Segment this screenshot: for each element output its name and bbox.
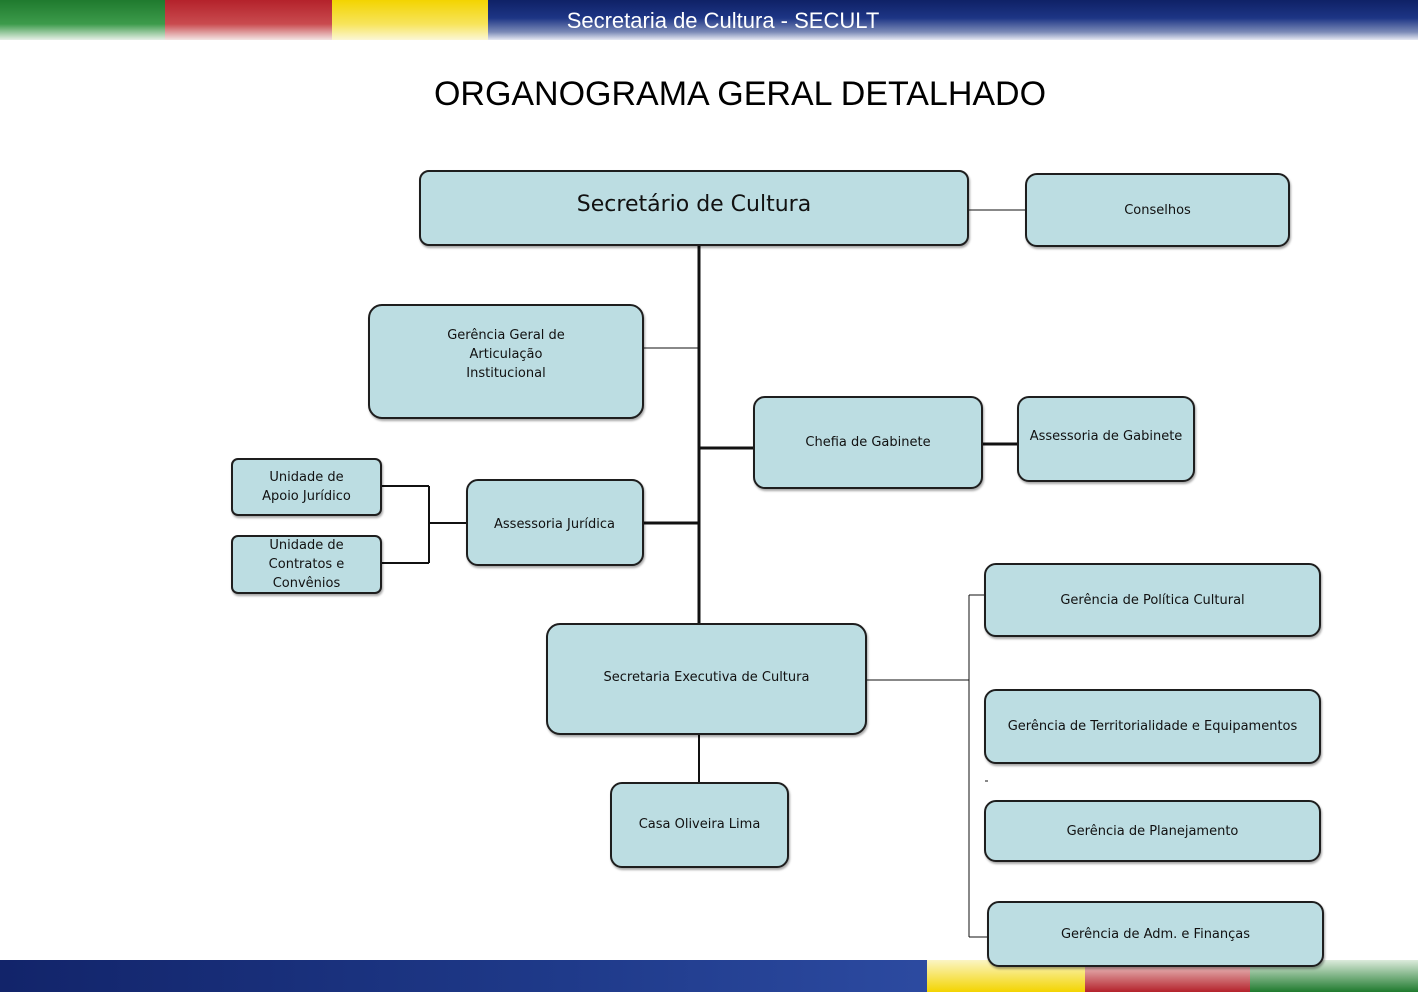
top-flag-yellow: [332, 0, 488, 40]
node-chefia-gabinete: Chefia de Gabinete: [753, 396, 983, 489]
node-unidade-apoio-juridico: Unidade de Apoio Jurídico: [231, 458, 382, 516]
node-casa-oliveira: Casa Oliveira Lima: [610, 782, 789, 868]
node-gerencia-geral: Gerência Geral de Articulação Institucio…: [368, 304, 644, 419]
node-unidade-contratos: Unidade de Contratos e Convênios: [231, 535, 382, 594]
banner-title: Secretaria de Cultura - SECULT: [566, 8, 880, 33]
top-flag-red: [165, 0, 332, 40]
top-banner-blue: [488, 0, 1418, 40]
node-assessoria-juridica: Assessoria Jurídica: [466, 479, 644, 566]
node-conselhos: Conselhos: [1025, 173, 1290, 247]
page-title: ORGANOGRAMA GERAL DETALHADO: [433, 75, 1047, 113]
top-flag-green: [0, 0, 165, 40]
node-gerencia-planejamento: Gerência de Planejamento: [984, 800, 1321, 862]
node-secretario: Secretário de Cultura: [419, 170, 969, 246]
node-assessoria-gabinete: Assessoria de Gabinete: [1017, 396, 1195, 482]
node-gerencia-politica: Gerência de Política Cultural: [984, 563, 1321, 637]
node-gerencia-territorialidade: Gerência de Territorialidade e Equipamen…: [984, 689, 1321, 764]
node-secretaria-executiva: Secretaria Executiva de Cultura: [546, 623, 867, 735]
node-gerencia-adm: Gerência de Adm. e Finanças: [987, 901, 1324, 967]
